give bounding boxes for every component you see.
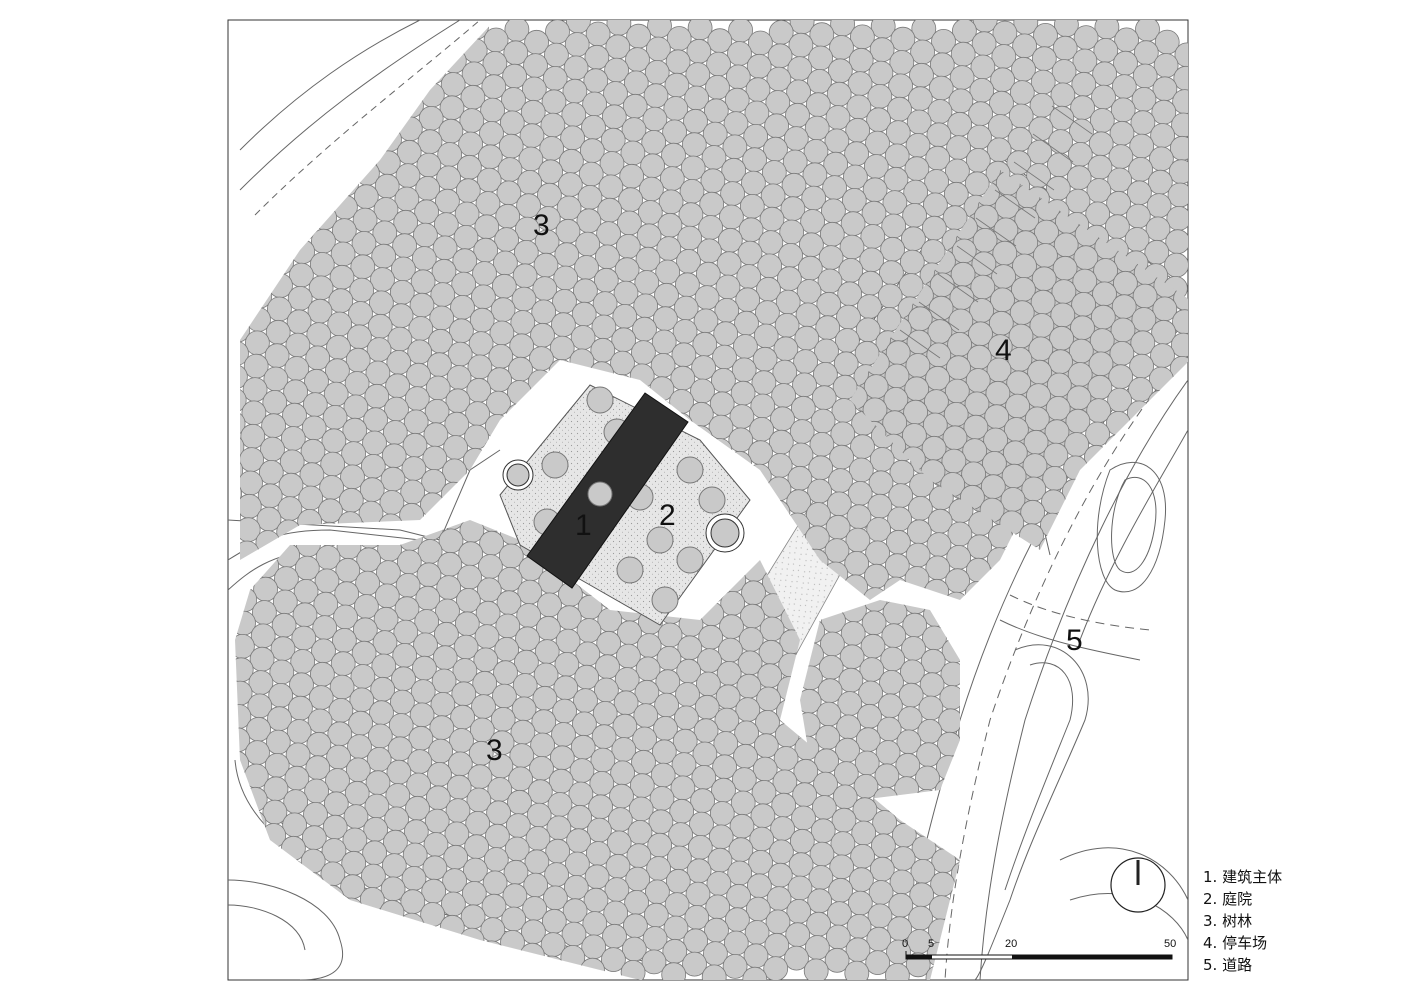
tree-canopy (1169, 135, 1188, 161)
scale-tick-5: 5 (928, 938, 934, 950)
tree-canopy (885, 963, 910, 980)
tree-canopy (1165, 229, 1188, 255)
parking-stall-line (1013, 161, 1055, 191)
tree-canopy (1173, 65, 1188, 91)
legend-text: 停车场 (1222, 934, 1268, 952)
legend-item: 2. 庭院 (1203, 888, 1282, 910)
tree-canopy (1164, 252, 1188, 278)
tree-canopy (803, 958, 829, 980)
tree-canopy (682, 951, 707, 977)
tree-canopy (701, 964, 727, 980)
legend-number: 2. (1203, 890, 1218, 908)
zone-label-courtyard: 2 (659, 499, 676, 532)
legend-number: 5. (1203, 956, 1218, 974)
tree-canopy (641, 949, 667, 975)
tree-canopy (1168, 159, 1188, 185)
legend-item: 4. 停车场 (1203, 932, 1282, 954)
tree-canopy (601, 947, 626, 972)
tree-canopy (1170, 332, 1188, 358)
legend-text: 建筑主体 (1222, 868, 1283, 886)
legend-number: 4. (1203, 934, 1218, 952)
specimen-trees (502, 459, 745, 553)
tree-canopy (722, 954, 748, 979)
scale-tick-50: 50 (1164, 938, 1176, 950)
tree-canopy (1172, 309, 1188, 335)
tree-canopy (661, 962, 687, 980)
parking-stall-line (918, 301, 960, 331)
zone-label-parking: 4 (995, 334, 1012, 367)
parking-stall-line (975, 217, 1017, 247)
scale-bar: 0 5 20 50 (902, 938, 1176, 960)
zone-label-road: 5 (1066, 624, 1083, 657)
tree-canopy (784, 945, 809, 971)
tree-canopy (824, 947, 850, 973)
scale-tick-0: 0 (902, 938, 908, 950)
tree-canopy (235, 504, 241, 530)
zone-label-forest-north: 3 (533, 209, 550, 242)
map-legend: 1. 建筑主体 2. 庭院 3. 树林 4. 停车场 5. 道路 (1203, 866, 1282, 976)
legend-number: 1. (1203, 868, 1218, 886)
parking-stall-line (1051, 105, 1093, 135)
legend-item: 5. 道路 (1203, 954, 1282, 976)
scale-tick-20: 20 (1005, 938, 1017, 950)
tree-canopy (620, 960, 646, 980)
tree-canopy (865, 950, 891, 975)
parking-stall-line (1032, 133, 1074, 163)
tree-canopy (235, 387, 247, 413)
legend-item: 1. 建筑主体 (1203, 866, 1282, 888)
building-tree (587, 481, 613, 507)
legend-number: 3. (1203, 912, 1218, 930)
legend-text: 道路 (1222, 956, 1253, 974)
tree-canopy (1166, 205, 1188, 231)
zone-label-forest-south: 3 (486, 734, 503, 767)
parking-stall-line (937, 273, 979, 303)
tree-canopy (1171, 112, 1188, 138)
parking-stalls (899, 105, 1093, 359)
tree-canopy (763, 956, 789, 980)
legend-item: 3. 树林 (1203, 910, 1282, 932)
tree-canopy (1174, 42, 1188, 68)
parking-stall-line (899, 329, 941, 359)
tree-canopy (1172, 89, 1188, 114)
legend-text: 庭院 (1222, 890, 1253, 908)
legend-text: 树林 (1222, 912, 1253, 930)
parking-stall-line (994, 189, 1036, 219)
north-arrow-icon (1110, 857, 1166, 913)
zone-label-building: 1 (575, 509, 592, 542)
parking-stall-line (956, 245, 998, 275)
tree-canopy (844, 960, 870, 980)
tree-canopy (742, 966, 768, 980)
courtyard-trees (533, 386, 726, 614)
